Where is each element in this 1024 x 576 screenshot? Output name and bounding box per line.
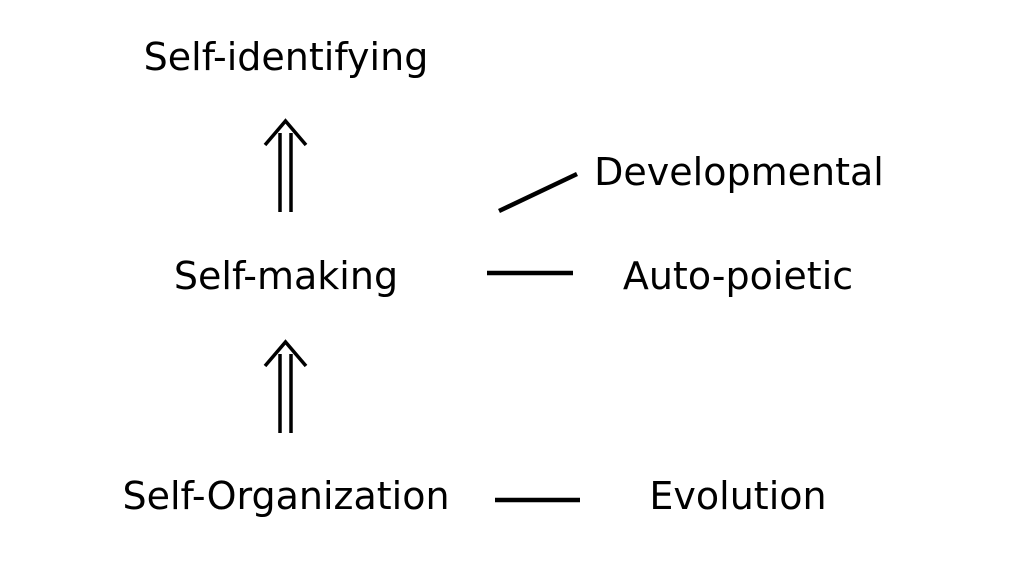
double-up-arrow-icon (263, 118, 308, 212)
label-self-organization: Self-Organization (122, 474, 450, 518)
connector-developmental (498, 171, 578, 214)
label-evolution: Evolution (649, 474, 827, 518)
label-self-identifying: Self-identifying (143, 35, 429, 79)
double-up-arrow-icon (263, 339, 308, 433)
label-developmental: Developmental (594, 150, 884, 194)
label-auto-poietic: Auto-poietic (622, 254, 854, 298)
label-self-making: Self-making (173, 254, 399, 298)
